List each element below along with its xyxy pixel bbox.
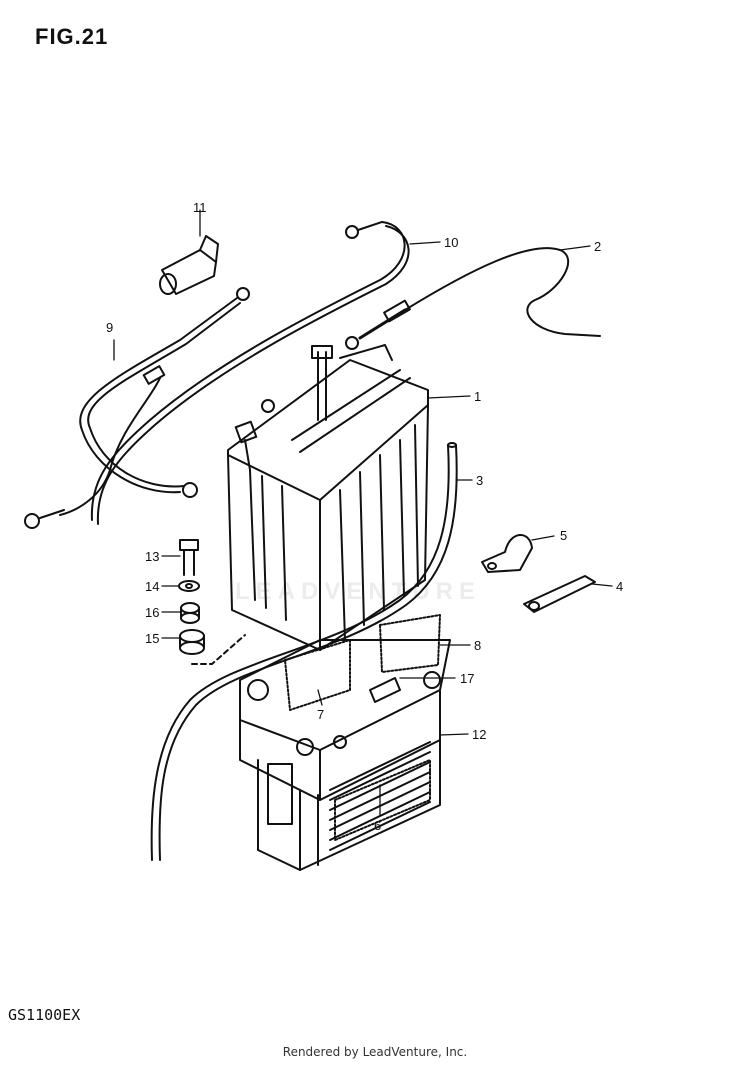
breather-tube-3 [150,442,458,861]
leader-lines [113,209,613,816]
callout-1: 1 [474,389,481,404]
grommet-15 [179,629,205,655]
callout-17: 17 [460,671,474,686]
callout-labels: 1 2 3 4 5 6 7 8 9 10 11 12 13 14 16 15 1… [106,200,623,833]
callout-10: 10 [444,235,458,250]
collar-16 [180,602,200,624]
callout-12: 12 [472,727,486,742]
cable-9 [24,287,250,529]
callout-2: 2 [594,239,601,254]
callout-11: 11 [193,200,207,215]
callout-14: 14 [145,579,159,594]
washer-14 [178,580,200,592]
terminal-cap [159,235,219,295]
callout-3: 3 [476,473,483,488]
figure-title: FIG.21 [35,24,109,49]
strap-4 [523,575,596,613]
callout-15: 15 [145,631,159,646]
clamp-5 [481,534,533,573]
callout-6: 6 [374,818,381,833]
bolt-13 [179,539,199,576]
model-code: GS1100EX [8,1006,81,1024]
callout-4: 4 [616,579,623,594]
callout-8: 8 [474,638,481,653]
footer-credit: Rendered by LeadVenture, Inc. [282,1045,468,1059]
pads [284,614,441,841]
watermark: LEADVENTURE [235,578,482,605]
cable-10 [90,221,410,525]
battery [227,344,429,651]
callout-13: 13 [145,549,159,564]
callout-9: 9 [106,320,113,335]
callout-5: 5 [560,528,567,543]
lead-wire-2 [345,247,601,350]
callout-7: 7 [317,707,324,722]
callout-16: 16 [145,605,159,620]
